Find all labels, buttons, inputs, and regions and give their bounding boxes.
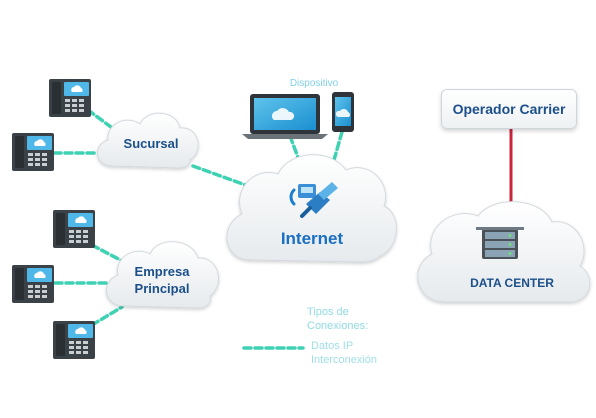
legend-item: Datos IP Interconexión	[311, 339, 377, 367]
cloud-sucursal	[97, 112, 199, 169]
server-rack-icon	[476, 227, 524, 259]
legend-item-line2: Interconexión	[311, 354, 378, 366]
legend-title-line1: Tipos de	[307, 306, 349, 318]
smartphone-icon	[332, 92, 354, 132]
legend-title: Tipos de Conexiones:	[307, 305, 368, 333]
link-phone5-empresa	[90, 305, 124, 327]
operador-carrier-box: Operador Carrier	[441, 89, 577, 129]
cloud-internet-label: Internet	[281, 229, 344, 248]
desk-phone-icon-1	[49, 79, 91, 117]
network-cable-icon	[289, 182, 338, 218]
link-phone3-empresa	[90, 243, 126, 264]
desk-phone-icon-5	[53, 321, 95, 359]
legend-item-line1: Datos IP	[311, 340, 354, 352]
cloud-sucursal-label: Sucursal	[124, 136, 179, 151]
cloud-datacenter-label: DATA CENTER	[470, 276, 554, 290]
link-phone-device-internet	[332, 130, 344, 162]
desk-phone-icon-4	[12, 265, 54, 303]
cloud-empresa-label-line2: Principal	[135, 281, 190, 296]
device-label: Dispositivo	[290, 78, 339, 89]
desk-phone-icon-3	[53, 210, 95, 248]
cloud-empresa-principal	[106, 241, 219, 309]
desk-phone-icon-2	[12, 133, 54, 171]
cloud-empresa-label-line1: Empresa	[135, 264, 191, 279]
legend-title-line2: Conexiones:	[307, 320, 369, 332]
link-phone1-sucursal	[86, 108, 117, 132]
operador-carrier-label: Operador Carrier	[452, 101, 566, 117]
connection-lines	[52, 108, 344, 350]
laptop-icon	[242, 94, 328, 139]
